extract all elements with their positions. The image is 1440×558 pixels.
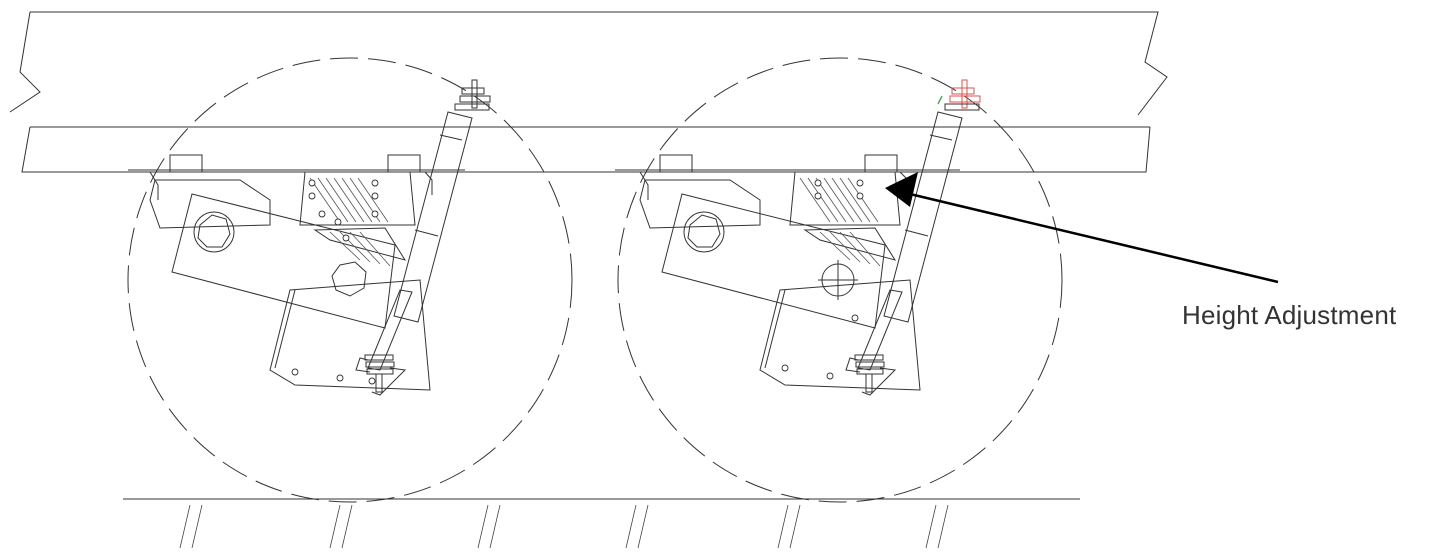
suspension-hanger <box>639 171 901 229</box>
trailer-frame <box>9 11 1168 173</box>
ground-line <box>123 498 1080 549</box>
shock-absorber <box>355 79 491 396</box>
suspension-unit-rear <box>615 57 1063 503</box>
shock-absorber <box>845 79 981 396</box>
wheel-outline <box>617 57 1063 503</box>
suspension-hanger <box>149 171 416 229</box>
suspension-unit-front <box>127 57 573 503</box>
wheel-outline <box>127 57 573 503</box>
torsion-arm <box>171 193 407 329</box>
torsion-arm <box>661 193 897 329</box>
height-adjustment-label: Height Adjustment <box>1182 300 1397 330</box>
callout-arrow <box>885 172 1279 284</box>
